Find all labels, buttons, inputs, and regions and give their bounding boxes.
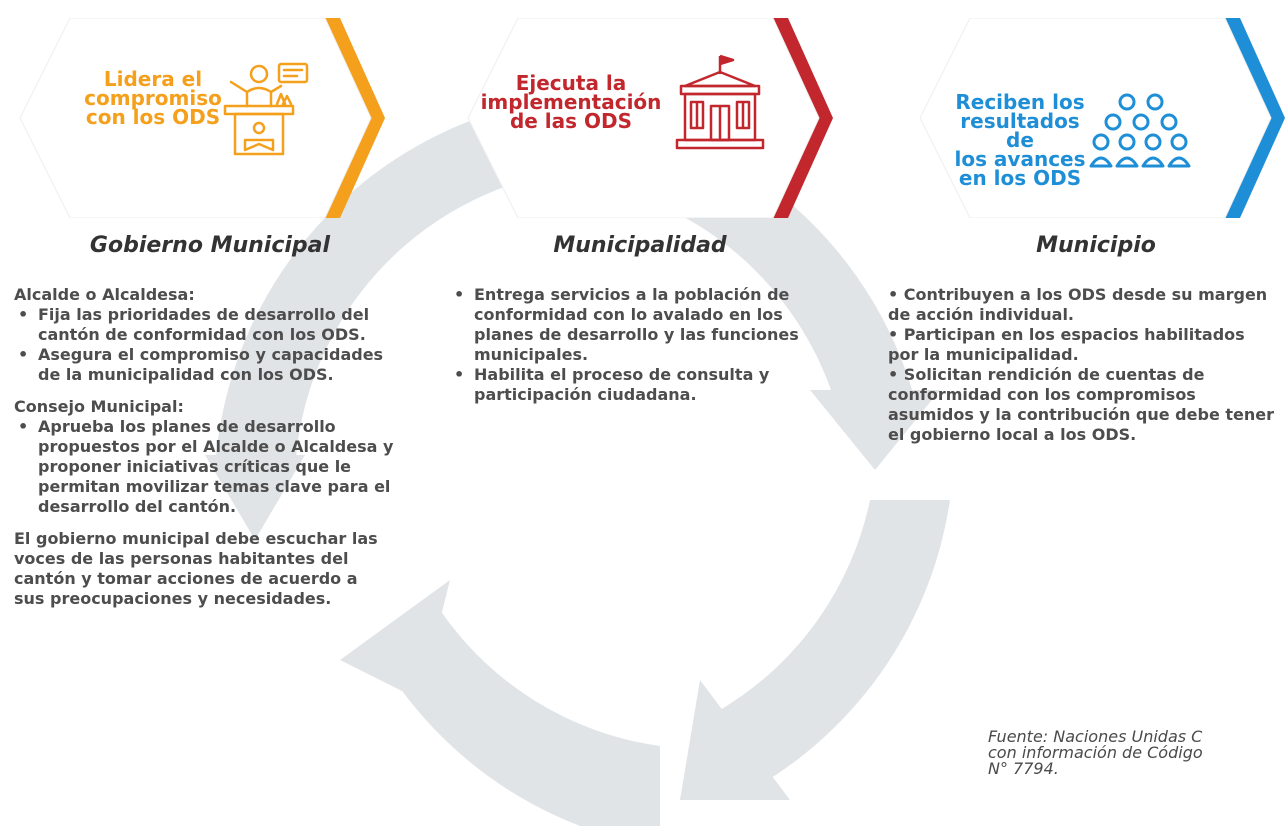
heading-municipio: Municipio <box>1036 233 1156 258</box>
card-title: Lidera el compromiso con los ODS <box>84 67 222 129</box>
list-item: • Solicitan rendición de cuentas de conf… <box>888 365 1274 444</box>
card-municipalidad: Ejecuta la implementación de las ODS <box>453 18 853 218</box>
consejo-list: Aprueba los planes de desarrollo propues… <box>14 417 394 517</box>
alcalde-list: Fija las prioridades de desarrollo del c… <box>14 305 394 385</box>
government-building-icon <box>675 54 765 150</box>
municipalidad-list: Entrega servicios a la población de conf… <box>450 285 840 405</box>
consejo-label: Consejo Municipal: <box>14 397 184 416</box>
list-item: Asegura el compromiso y capacidades de l… <box>14 345 394 385</box>
municipio-description: • Contribuyen a los ODS desde su margen … <box>888 285 1278 445</box>
list-item: Entrega servicios a la población de conf… <box>450 285 840 365</box>
chevron-hexagon-shape <box>919 18 1285 218</box>
list-item: • Participan en los espacios habilitados… <box>888 325 1245 364</box>
list-item: • Contribuyen a los ODS desde su margen … <box>888 285 1268 324</box>
card-municipio: Reciben los resultados de los avances en… <box>905 18 1286 218</box>
closing-paragraph: El gobierno municipal debe escuchar las … <box>14 529 378 608</box>
list-item: Fija las prioridades de desarrollo del c… <box>14 305 394 345</box>
municipalidad-description: Entrega servicios a la población de conf… <box>450 285 840 417</box>
citizens-group-icon <box>1089 93 1191 168</box>
alcalde-label: Alcalde o Alcaldesa: <box>14 285 195 304</box>
gobierno-municipal-description: Alcalde o Alcaldesa: Fija las prioridade… <box>14 285 394 621</box>
chevron-hexagon-shape <box>19 18 385 218</box>
chevron-hexagon-shape <box>467 18 833 218</box>
card-title: Ejecuta la implementación de las ODS <box>480 71 662 133</box>
list-item: Aprueba los planes de desarrollo propues… <box>14 417 394 517</box>
source-note: Fuente: Naciones Unidas C con informació… <box>988 727 1203 778</box>
speaker-podium-icon <box>223 62 309 156</box>
heading-gobierno-municipal: Gobierno Municipal <box>89 233 331 258</box>
heading-municipalidad: Municipalidad <box>553 233 727 258</box>
card-title: Reciben los resultados de los avances en… <box>954 90 1086 190</box>
card-gobierno-municipal: Lidera el compromiso con los ODS <box>5 18 405 218</box>
list-item: Habilita el proceso de consulta y partic… <box>450 365 840 405</box>
